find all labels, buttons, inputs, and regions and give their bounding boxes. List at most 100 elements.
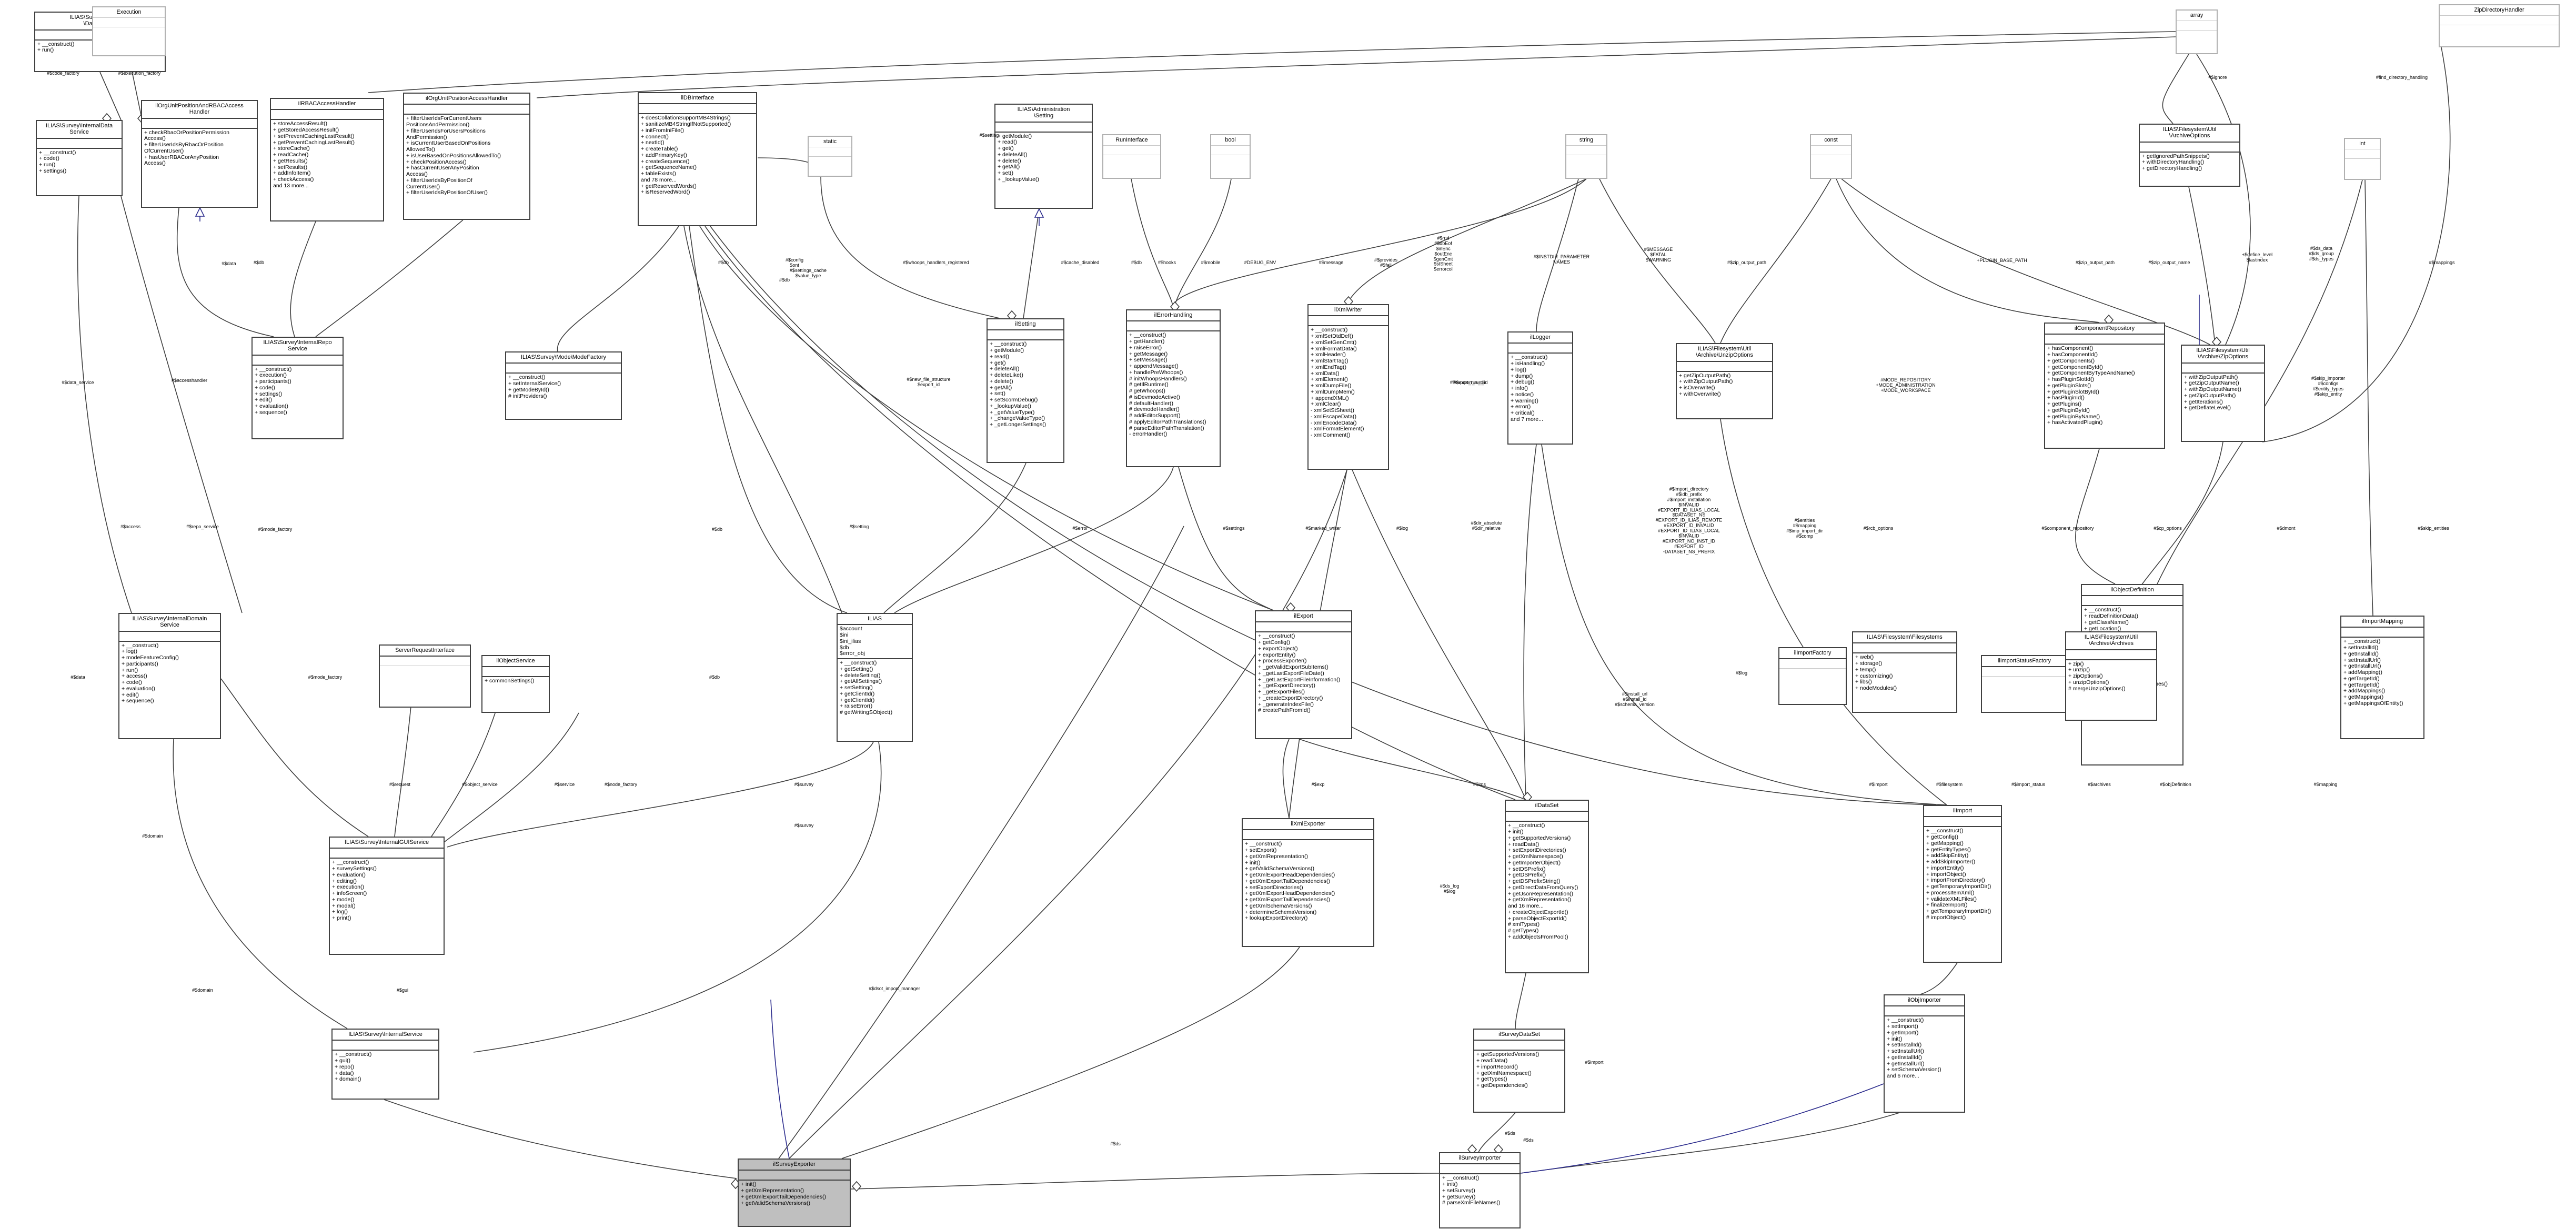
class-operations: + __construct() + getModule() + read() +… [990, 341, 1046, 428]
class-attributes [93, 18, 165, 27]
edge-label: #$skip_importer #$configs #$entity_types… [2311, 376, 2346, 397]
uml-class-node[interactable]: static [808, 136, 852, 177]
edge-label: #$object_service [462, 782, 498, 788]
uml-class-node[interactable]: ilXmlWriter+ __construct() + xmlSetDtdDe… [1307, 304, 1389, 470]
uml-class-node[interactable]: ILIAS$account $ini $ini_ilias $db $error… [837, 613, 913, 742]
class-attributes [1440, 1164, 1520, 1175]
uml-class-node[interactable]: ilImportFactory [1778, 647, 1847, 705]
class-attributes [1309, 316, 1388, 327]
class-name: ilSurveyDataSet [1474, 1030, 1564, 1041]
edge-label: #DEBUG_ENV [1244, 260, 1276, 266]
uml-class-node[interactable]: Execution [92, 6, 166, 56]
uml-class-node[interactable]: ZipDirectoryHandler [2439, 4, 2560, 47]
class-name: ZipDirectoryHandler [2440, 5, 2559, 16]
uml-class-node[interactable]: ilImportMapping+ __construct() + setInst… [2340, 616, 2424, 739]
class-operations: + web() + storage() + temp() + customizi… [1855, 654, 1897, 692]
class-attributes [2066, 650, 2156, 660]
class-name: ilDataSet [1506, 801, 1588, 812]
class-operations [1811, 155, 1851, 158]
uml-class-node[interactable]: ILIAS\Filesystem\Util \ArchiveOptions+ g… [2139, 124, 2240, 187]
uml-class-node[interactable]: ILIAS\Filesystem\Util \Archive\UnzipOpti… [1676, 343, 1773, 419]
class-operations: + __construct() + isHandling() + log() +… [1511, 354, 1548, 422]
uml-class-node[interactable]: ilObjImporter+ __construct() + setImport… [1884, 994, 1965, 1113]
class-operations: + __construct() + getSetting() + deleteS… [840, 660, 893, 716]
class-name: ilSetting [988, 319, 1063, 331]
uml-class-node[interactable]: ilComponentRepository+ hasComponent() + … [2044, 323, 2165, 449]
uml-class-node[interactable]: ilSurveyImporter+ __construct() + init()… [1439, 1152, 1521, 1228]
uml-class-node[interactable]: ilOrgUnitPositionAndRBACAccess Handler+ … [141, 100, 258, 208]
class-attributes [739, 1171, 850, 1181]
uml-class-node[interactable]: array [2176, 9, 2218, 54]
class-name: ilImport [1924, 806, 2001, 818]
edge-label: #$access [120, 524, 141, 530]
uml-class-node[interactable]: ilObjectService+ commonSettings() [481, 655, 550, 713]
uml-class-node[interactable]: ILIAS\Survey\InternalRepo Service+ __con… [251, 337, 344, 439]
class-name: ilExport [1256, 611, 1351, 623]
class-name: ILIAS\Filesystem\Util \ArchiveOptions [2140, 125, 2239, 143]
uml-class-node[interactable]: string [1565, 134, 1607, 179]
uml-class-node[interactable]: ILIAS\Filesystem\Filesystems+ web() + st… [1852, 631, 1957, 713]
uml-class-node[interactable]: ilDBInterface+ doesCollationSupportMB4St… [638, 92, 757, 226]
class-name: ilComponentRepository [2045, 324, 2164, 335]
class-attributes [2440, 16, 2559, 25]
uml-class-node[interactable]: ILIAS\Administration \Setting+ getModule… [994, 104, 1093, 209]
uml-class-node[interactable]: ILIAS\Filesystem\Util \Archive\Archives+… [2065, 631, 2157, 721]
class-name: array [2177, 11, 2217, 21]
uml-class-node[interactable]: ILIAS\Filesystem\Util \Archive\ZipOption… [2181, 345, 2265, 442]
class-name: ilSurveyImporter [1440, 1153, 1520, 1165]
edge-label: #$hooks [1158, 260, 1176, 266]
class-attributes [1211, 146, 1250, 155]
edge-label: +PLUGIN_BASE_PATH [1977, 258, 2027, 264]
class-operations: + __construct() + code() + run() + setti… [39, 149, 76, 174]
uml-class-node[interactable]: ServerRequestInterface [379, 644, 471, 708]
class-operations: + filterUserIdsForCurrentUsers Positions… [406, 115, 501, 196]
edge-label: #$mode_factory [258, 527, 293, 532]
uml-class-node[interactable]: ilImport+ __construct() + getConfig() + … [1923, 805, 2002, 963]
class-attributes [1243, 830, 1373, 841]
class-name: ilOrgUnitPositionAndRBACAccess Handler [142, 101, 257, 119]
uml-class-node[interactable]: ilRBACAccessHandler+ storeAccessResult()… [270, 98, 384, 221]
uml-class-node[interactable]: const [1810, 134, 1852, 179]
uml-class-node[interactable]: ILIAS\Survey\InternalService+ __construc… [331, 1029, 439, 1100]
edge-label: #$ds [1110, 1141, 1121, 1147]
class-attributes [2182, 364, 2264, 374]
class-name: ilSurveyExporter [739, 1160, 850, 1171]
uml-class-node[interactable]: ilLogger+ __construct() + isHandling() +… [1507, 331, 1573, 445]
uml-class-node[interactable]: RunInterface [1102, 134, 1161, 179]
uml-class-node[interactable]: bool [1210, 134, 1251, 179]
edge-label: #$archives [2088, 782, 2111, 788]
uml-class-node[interactable]: ilSetting + __construct() + getModule() +… [987, 318, 1064, 463]
class-attributes [1256, 622, 1351, 633]
edge-label: #$dir_absolute #$dir_relative [1471, 520, 1502, 531]
class-attributes [37, 139, 122, 149]
uml-class-node[interactable]: ILIAS\Survey\Mode\ModeFactory+ __constru… [505, 351, 622, 420]
uml-class-node[interactable]: ilXmlExporter+ __construct() + setExport… [1242, 818, 1374, 947]
edge-label: #$execution_factory [118, 70, 161, 76]
class-operations [2177, 31, 2217, 33]
class-name: ilImportMapping [2341, 617, 2423, 628]
uml-class-node[interactable]: int [2344, 138, 2381, 180]
class-name: ILIAS\Filesystem\Util \Archive\ZipOption… [2182, 346, 2264, 364]
class-name: ilErrorHandling [1127, 310, 1220, 322]
edge-label: #find_directory_handling [2376, 75, 2428, 80]
edge-label: #$settings_cache $value_type [789, 268, 827, 278]
uml-class-node[interactable]: ilImportStatusFactory [1981, 655, 2068, 713]
uml-class-node[interactable]: ILIAS\Survey\InternalGUIService+ __const… [329, 837, 445, 955]
uml-class-node[interactable]: ilOrgUnitPositionAccessHandler+ filterUs… [403, 93, 530, 220]
edge-label: #$skip_entities [2418, 526, 2449, 531]
class-operations: + __construct() + setExport() + getXmlRe… [1245, 841, 1335, 922]
class-operations: + init() + getXmlRepresentation() + getX… [741, 1181, 826, 1206]
edge-label: #$ds_data #$ds_group #$ds_types [2309, 246, 2334, 261]
class-name: ILIAS\Survey\InternalService [333, 1030, 438, 1041]
uml-class-node[interactable]: ILIAS\Survey\InternalDomain Service+ __c… [118, 613, 221, 739]
uml-class-node[interactable]: ilErrorHandling+ __construct() + getHand… [1126, 309, 1221, 467]
uml-class-node[interactable]: ilDataSet+ __construct() + init() + getS… [1505, 800, 1589, 973]
edge-label: #$mappings [2429, 260, 2455, 266]
uml-class-node[interactable]: ilSurveyDataSet+ getSupportedVersions() … [1473, 1029, 1565, 1113]
uml-class-node[interactable]: ILIAS\Survey\InternalData Service+ __con… [36, 120, 123, 196]
edge-label: #$ignore [2208, 75, 2227, 80]
uml-class-node[interactable]: ilSurveyExporter + init() + getXmlReprese… [738, 1159, 851, 1227]
uml-class-node[interactable]: ilExport+ __construct() + getConfig() + … [1255, 610, 1352, 739]
edge-label: #$objDefinition [2160, 782, 2191, 788]
